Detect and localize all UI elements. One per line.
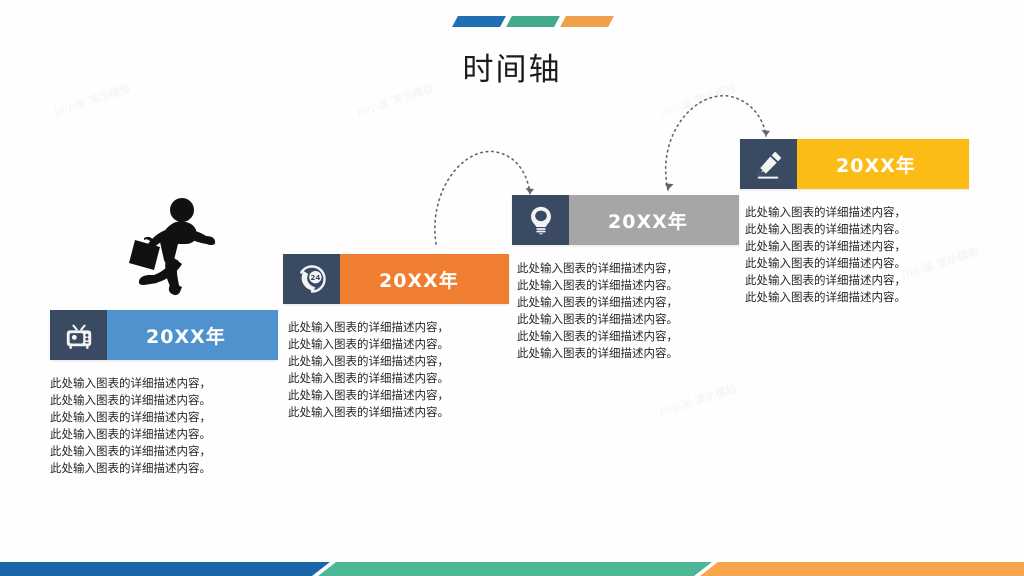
timeline-step-2[interactable]: 24 20XX年 此处输入图表的详细描述内容， 此处输入图表的详细描述内容。 此…	[283, 254, 509, 421]
ribbon-segment-blue	[0, 562, 330, 576]
step-bar[interactable]: 20XX年	[50, 310, 278, 360]
step-description: 此处输入图表的详细描述内容， 此处输入图表的详细描述内容。 此处输入图表的详细描…	[745, 205, 906, 304]
watermark: 川小溪 演示模板	[658, 381, 739, 420]
dotted-arrow-icon	[434, 150, 534, 245]
step-description: 此处输入图表的详细描述内容， 此处输入图表的详细描述内容。 此处输入图表的详细描…	[288, 320, 449, 419]
pen-nib-icon	[740, 139, 797, 189]
page-title: 时间轴	[462, 52, 562, 88]
step-year-label: 20XX年	[797, 139, 969, 189]
ribbon-segment-green	[318, 562, 712, 576]
decor-parallelogram-blue	[452, 16, 506, 27]
bottom-ribbon	[0, 562, 1024, 576]
step-description: 此处输入图表的详细描述内容， 此处输入图表的详细描述内容。 此处输入图表的详细描…	[50, 376, 211, 475]
lightbulb-icon	[512, 195, 569, 245]
timeline-step-1[interactable]: 20XX年 此处输入图表的详细描述内容， 此处输入图表的详细描述内容。 此处输入…	[50, 310, 278, 477]
ribbon-segment-orange	[700, 562, 1024, 576]
decor-parallelogram-orange	[560, 16, 614, 27]
step-description: 此处输入图表的详细描述内容， 此处输入图表的详细描述内容。 此处输入图表的详细描…	[517, 261, 678, 360]
step-bar[interactable]: 20XX年	[740, 139, 969, 189]
step-year-label: 20XX年	[340, 254, 509, 304]
tv-icon	[50, 310, 107, 360]
dotted-arrow-icon	[664, 95, 770, 191]
decor-parallelogram-green	[506, 16, 560, 27]
step-year-label: 20XX年	[569, 195, 739, 245]
timeline-step-4[interactable]: 20XX年 此处输入图表的详细描述内容， 此处输入图表的详细描述内容。 此处输入…	[740, 139, 969, 306]
title-decoration	[452, 16, 614, 27]
step-year-label: 20XX年	[107, 310, 278, 360]
step-bar[interactable]: 20XX年	[512, 195, 739, 245]
timeline-step-3[interactable]: 20XX年 此处输入图表的详细描述内容， 此处输入图表的详细描述内容。 此处输入…	[512, 195, 739, 362]
running-businessman-icon	[129, 198, 216, 296]
step-bar[interactable]: 24 20XX年	[283, 254, 509, 304]
svg-text:24: 24	[310, 273, 320, 282]
phone-24h-icon: 24	[283, 254, 340, 304]
